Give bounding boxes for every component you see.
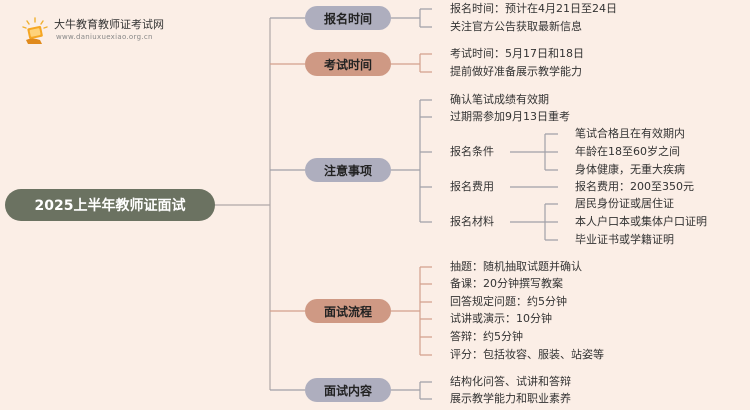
branch-notes: 注意事项 [305, 158, 391, 182]
sub-branch-label: 报名材料 [450, 215, 494, 228]
leaf-item: 考试时间：5月17日和18日 [450, 47, 584, 60]
leaf-item: 年龄在18至60岁之间 [575, 145, 680, 158]
sub-branch-label: 报名费用 [450, 180, 494, 193]
leaf-item: 毕业证书或学籍证明 [575, 233, 674, 246]
sub-branch-label: 报名条件 [450, 145, 494, 158]
branch-registration-time: 报名时间 [305, 6, 391, 30]
leaf-item: 结构化问答、试讲和答辩 [450, 375, 571, 388]
leaf-item: 本人户口本或集体户口证明 [575, 215, 707, 228]
branch-interview-content: 面试内容 [305, 378, 391, 402]
leaf-item: 回答规定问题：约5分钟 [450, 295, 567, 308]
leaf-item: 身体健康，无重大疾病 [575, 163, 685, 176]
root-node: 2025上半年教师证面试 [5, 189, 215, 221]
leaf-item: 抽题：随机抽取试题并确认 [450, 260, 582, 273]
branch-interview-process: 面试流程 [305, 299, 391, 323]
leaf-item: 评分：包括妆容、服装、站姿等 [450, 348, 604, 361]
site-name: 大牛教育教师证考试网 [54, 18, 164, 31]
leaf-item: 过期需参加9月13日重考 [450, 110, 570, 123]
leaf-item: 确认笔试成绩有效期 [450, 93, 549, 106]
leaf-item: 备课：20分钟撰写教案 [450, 277, 563, 290]
leaf-item: 居民身份证或居住证 [575, 197, 674, 210]
leaf-item: 提前做好准备展示教学能力 [450, 65, 582, 78]
leaf-item: 报名时间：预计在4月21日至24日 [450, 2, 617, 15]
leaf-item: 笔试合格且在有效期内 [575, 127, 685, 140]
leaf-item: 试讲或演示：10分钟 [450, 312, 552, 325]
leaf-item: 答辩：约5分钟 [450, 330, 523, 343]
leaf-item: 展示教学能力和职业素养 [450, 392, 571, 405]
branch-exam-time: 考试时间 [305, 52, 391, 76]
book-hand-icon [22, 17, 48, 44]
site-url: www.daniuxuexiao.org.cn [56, 33, 153, 41]
leaf-item: 报名费用：200至350元 [575, 180, 694, 193]
leaf-item: 关注官方公告获取最新信息 [450, 20, 582, 33]
